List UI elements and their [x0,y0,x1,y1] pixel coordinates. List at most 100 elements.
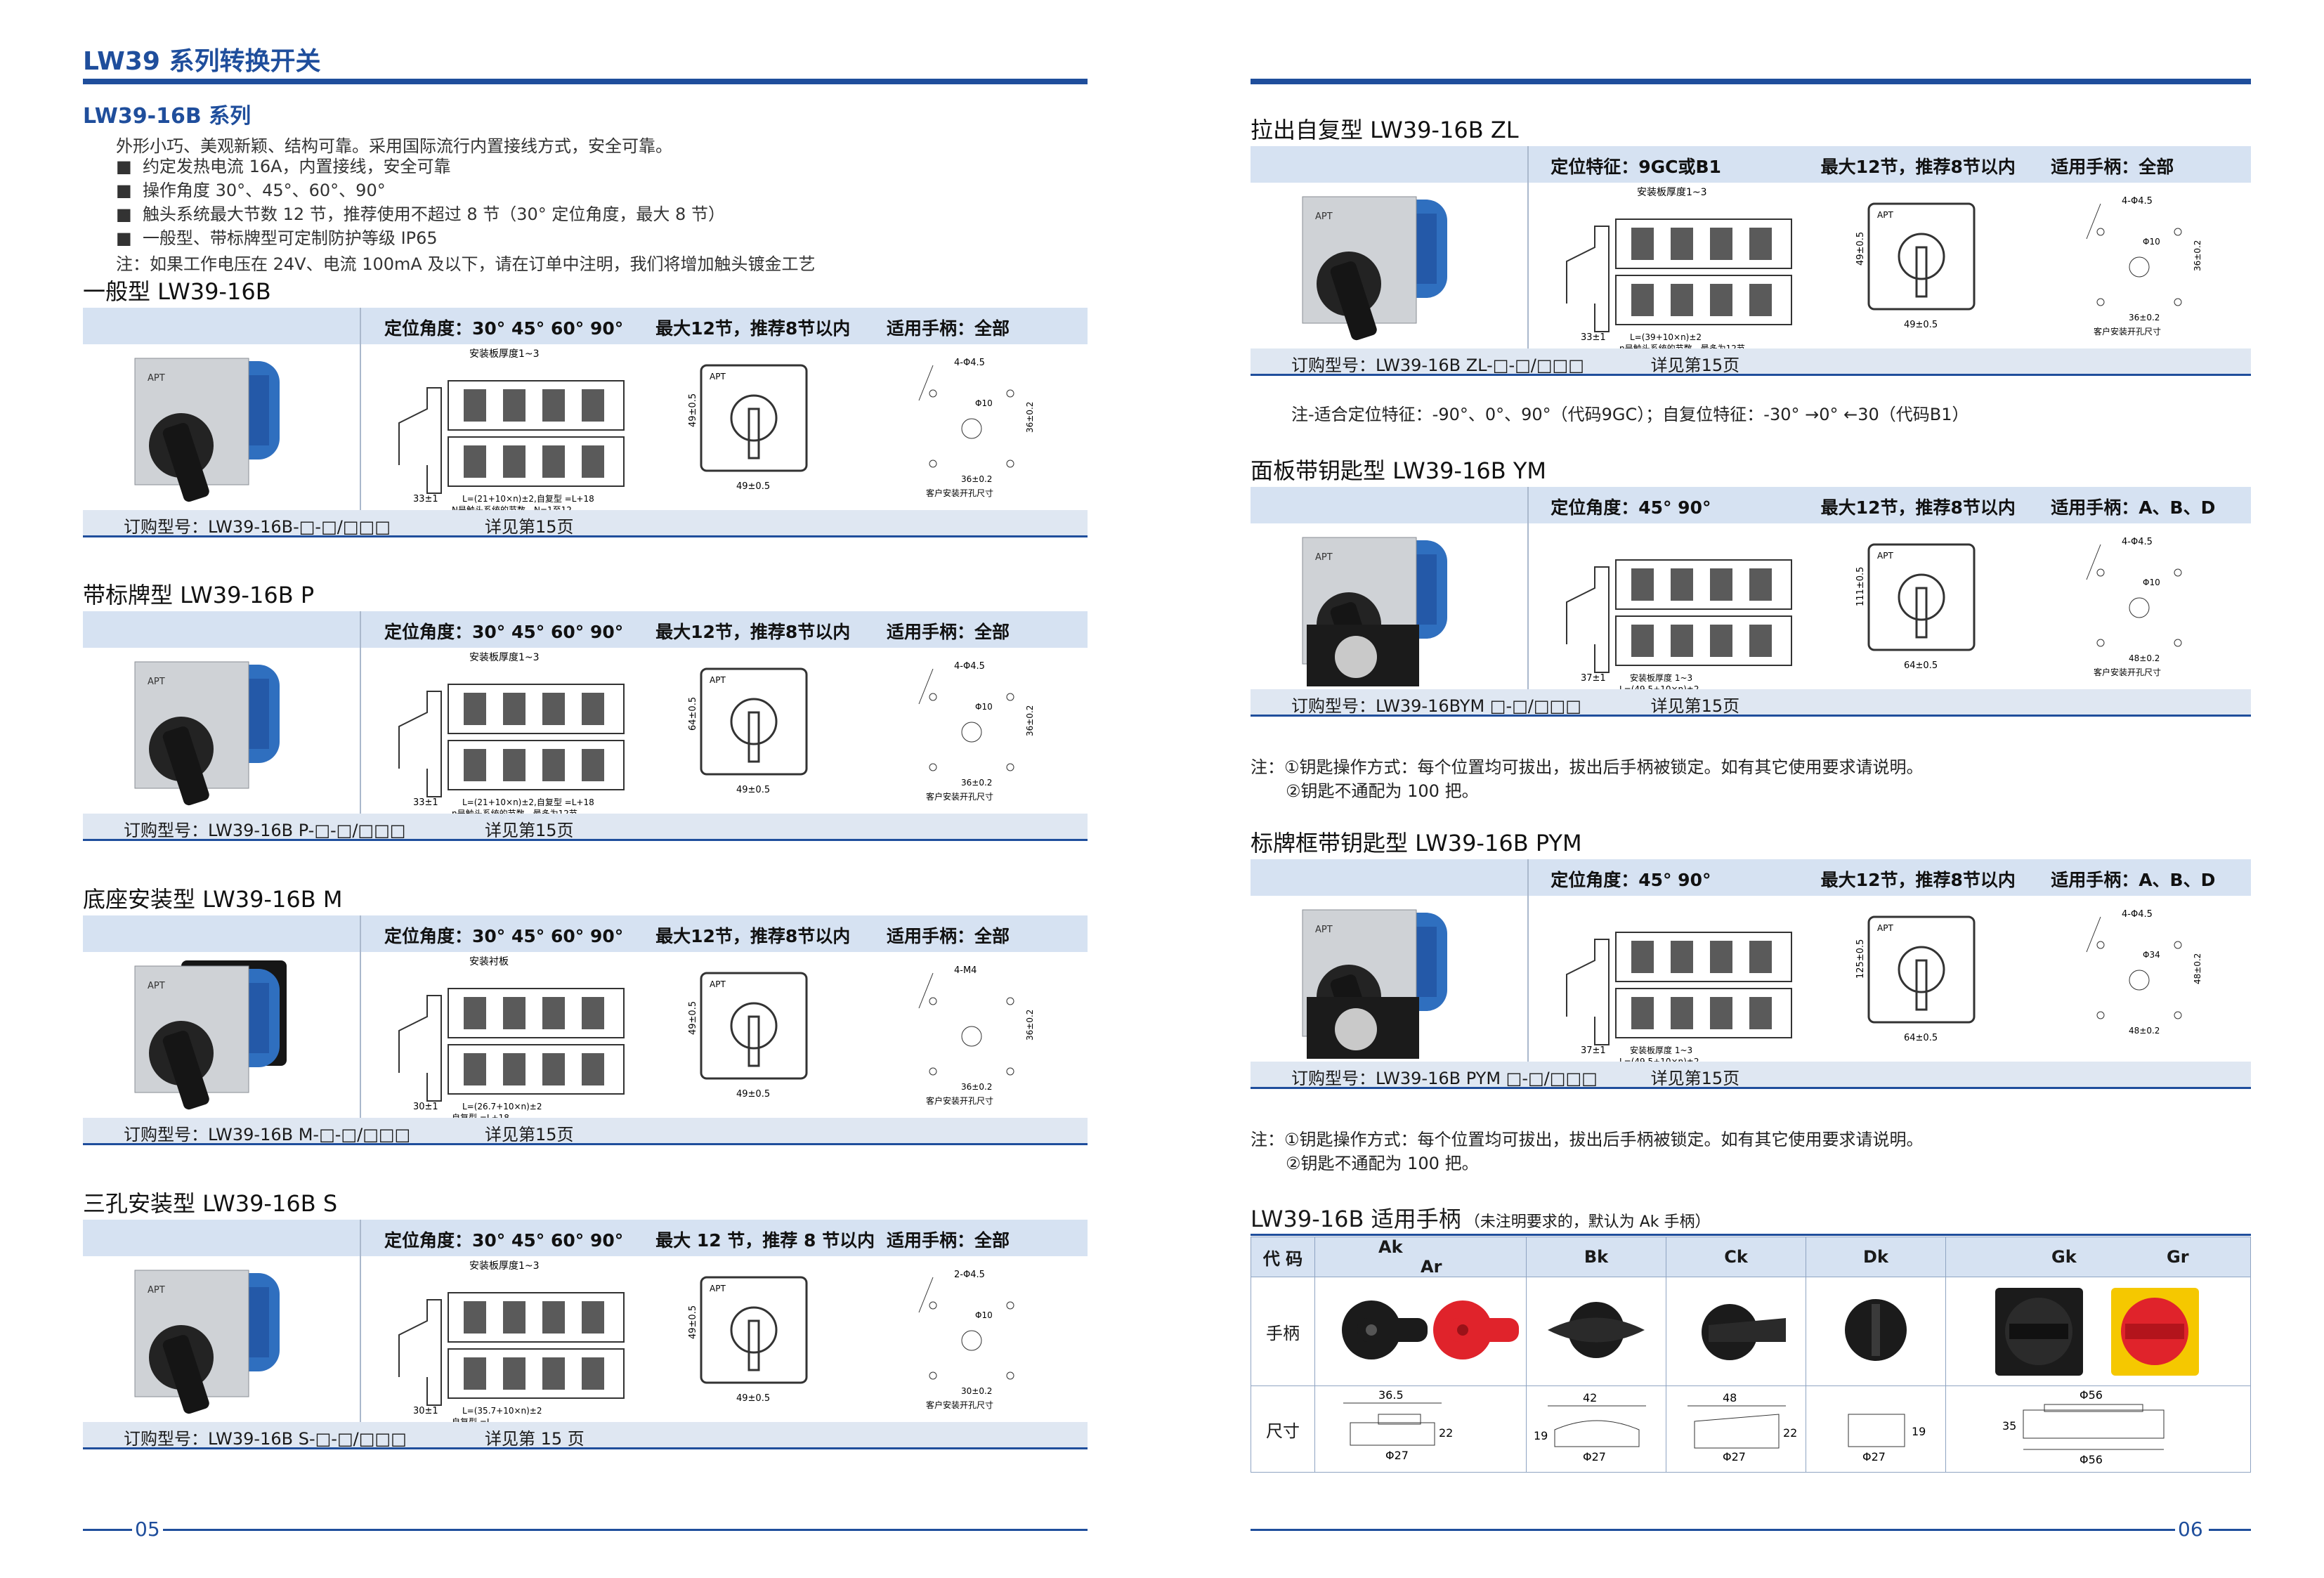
svg-text:安装板厚度1~3: 安装板厚度1~3 [1637,187,1707,198]
spec-max: 最大12节，推荐8节以内 [1820,157,2016,177]
svg-text:安装衬板: 安装衬板 [469,956,509,967]
dim-ck-w: 48 [1723,1391,1737,1404]
svg-text:Φ10: Φ10 [2143,237,2160,247]
dim-bk-d: Φ27 [1583,1450,1606,1463]
order-code: 订购型号：LW39-16B S-□-□/□□□ [124,1429,407,1449]
svg-text:APT: APT [148,373,165,384]
section-divider [360,611,361,814]
svg-text:4-Φ4.5: 4-Φ4.5 [954,661,985,672]
switch-photo: APT [134,960,287,1110]
dim-bk-w: 42 [1583,1391,1597,1404]
size-ak-drawing: 36.5 22 Φ27 [1343,1388,1453,1462]
svg-text:2-Φ4.5: 2-Φ4.5 [954,1270,985,1280]
svg-text:安装板厚度1~3: 安装板厚度1~3 [469,348,540,360]
svg-text:APT: APT [1877,923,1893,933]
right-page-number: 06 [2178,1518,2203,1541]
zl-extra-note: 注-适合定位特征：-90°、0°、90°（代码9GC）；自复位特征：-30° →… [1291,405,1969,424]
bullet-item: ■ 操作角度 30°、45°、60°、90° [116,181,386,200]
svg-text:30±1: 30±1 [413,1406,438,1416]
size-dk-drawing: 19 Φ27 [1848,1414,1926,1463]
dim-g-top: Φ56 [2080,1388,2103,1402]
order-bar: 订购型号：LW39-16B-□-□/□□□详见第15页 [83,510,1088,537]
svg-text:49±0.5: 49±0.5 [736,785,770,795]
spec-bar: 定位角度：45° 90°最大12节，推荐8节以内适用手柄：A、B、D [1251,859,2251,896]
spec-angle: 定位角度：45° 90° [1551,497,1711,518]
code-ak-ar-cell: Ak Ar [1314,1237,1527,1277]
code-bk-cell: Bk [1526,1237,1666,1277]
switch-photo: APT [134,1270,280,1414]
svg-text:L=(35.7+10×n)±2: L=(35.7+10×n)±2 [462,1406,542,1416]
spec-handle: 适用手柄：全部 [2051,157,2174,177]
order-bar: 订购型号：LW39-16B P-□-□/□□□详见第15页 [83,814,1088,841]
spec-max: 最大12节，推荐8节以内 [1820,870,2016,890]
svg-text:49±0.5: 49±0.5 [688,393,698,427]
order-bar: 订购型号：LW39-16B S-□-□/□□□详见第 15 页 [83,1422,1088,1449]
left-header-rule [83,79,1088,84]
spec-handle: 适用手柄：全部 [887,926,1010,946]
svg-text:30±0.2: 30±0.2 [961,1386,992,1396]
handle-ck-cell [1666,1277,1806,1386]
spec-max: 最大12节，推荐8节以内 [655,622,851,642]
code-header-cell: 代 码 [1251,1237,1315,1277]
handle-gk-icon [1995,1288,2083,1376]
left-header-title: LW39 系列转换开关 [83,47,321,76]
code-gk-gr-cell: Gk Gr [1945,1237,2251,1277]
svg-text:APT: APT [148,677,165,687]
svg-text:33±1: 33±1 [1581,332,1606,343]
svg-text:4-Φ4.5: 4-Φ4.5 [954,358,985,368]
switch-photo: APT [1302,537,1447,686]
svg-text:36±0.2: 36±0.2 [1025,705,1035,736]
svg-text:48±0.2: 48±0.2 [2193,953,2202,984]
svg-text:APT: APT [710,372,726,382]
spec-angle: 定位角度：45° 90° [1551,870,1711,890]
spec-angle: 定位角度：30° 45° 60° 90° [384,622,624,642]
handles-code-row: 代 码 Ak Ar Bk Ck Dk Gk Gr [1251,1237,2251,1277]
svg-text:36±0.2: 36±0.2 [961,474,992,484]
switch-photo: APT [1302,909,1447,1059]
section-divider [360,308,361,510]
svg-text:33±1: 33±1 [413,797,438,808]
spec-handle: 适用手柄：全部 [887,622,1010,642]
pym-note-1: 注：①钥匙操作方式：每个位置均可拔出，拔出后手柄被锁定。如有其它使用要求请说明。 [1251,1130,1924,1149]
svg-text:L=(21+10×n)±2,自复型 =L+18: L=(21+10×n)±2,自复型 =L+18 [462,797,594,807]
section-title: 带标牌型 LW39-16B P [83,582,315,608]
order-code: 订购型号：LW39-16B P-□-□/□□□ [124,821,406,840]
svg-text:APT: APT [1877,551,1893,561]
pym-note-2: ②钥匙不通配为 100 把。 [1286,1154,1479,1173]
handle-ak-ar-cell [1314,1277,1527,1386]
section-title: 拉出自复型 LW39-16B ZL [1251,117,1519,143]
spec-bar: 定位角度：30° 45° 60° 90°最大 12 节，推荐 8 节以内适用手柄… [83,1220,1088,1256]
dim-g-h: 35 [2002,1419,2016,1433]
side-view-drawing: 安装板厚度1~333±1L=(39+10×n)±2n是触头系统的节数，最多为12… [1566,187,1792,353]
switch-photo: APT [134,358,280,502]
dim-dk-d: Φ27 [1862,1450,1886,1463]
right-footer-rule [1251,1529,2175,1531]
handle-bk-cell [1526,1277,1666,1386]
svg-text:客户安装开孔尺寸: 客户安装开孔尺寸 [926,791,993,802]
handle-dk-cell [1806,1277,1946,1386]
spec-max: 最大12节，推荐8节以内 [655,318,851,339]
intro-note: 注：如果工作电压在 24V、电流 100mA 及以下，请在订单中注明，我们将增加… [116,254,816,274]
size-dk-cell: 19 Φ27 [1806,1385,1946,1473]
svg-text:37±1: 37±1 [1581,1045,1606,1056]
section-title: 一般型 LW39-16B [83,278,271,305]
spec-bar: 定位角度：30° 45° 60° 90° 最大12节，推荐8节以内 适用手柄：全部 [83,611,1088,648]
ym-note-2: ②钥匙不通配为 100 把。 [1286,781,1479,801]
handle-ck-icon [1702,1304,1786,1360]
bullet-item: ■ 触头系统最大节数 12 节，推荐使用不超过 8 节（30° 定位角度，最大 … [116,204,725,224]
svg-text:4-M4: 4-M4 [954,965,977,976]
size-g-cell: Φ56 35 Φ56 [1945,1385,2251,1473]
svg-text:APT: APT [1315,925,1333,935]
svg-text:49±0.5: 49±0.5 [736,481,770,492]
handle-header-cell: 手柄 [1251,1277,1315,1386]
code-gk: Gk [2051,1247,2077,1267]
side-view-drawing: 安装板厚度1~333±1L=(21+10×n)±2,自复型 =L+18N是触头系… [398,348,625,514]
svg-text:L=(39+10×n)±2: L=(39+10×n)±2 [1630,332,1702,342]
